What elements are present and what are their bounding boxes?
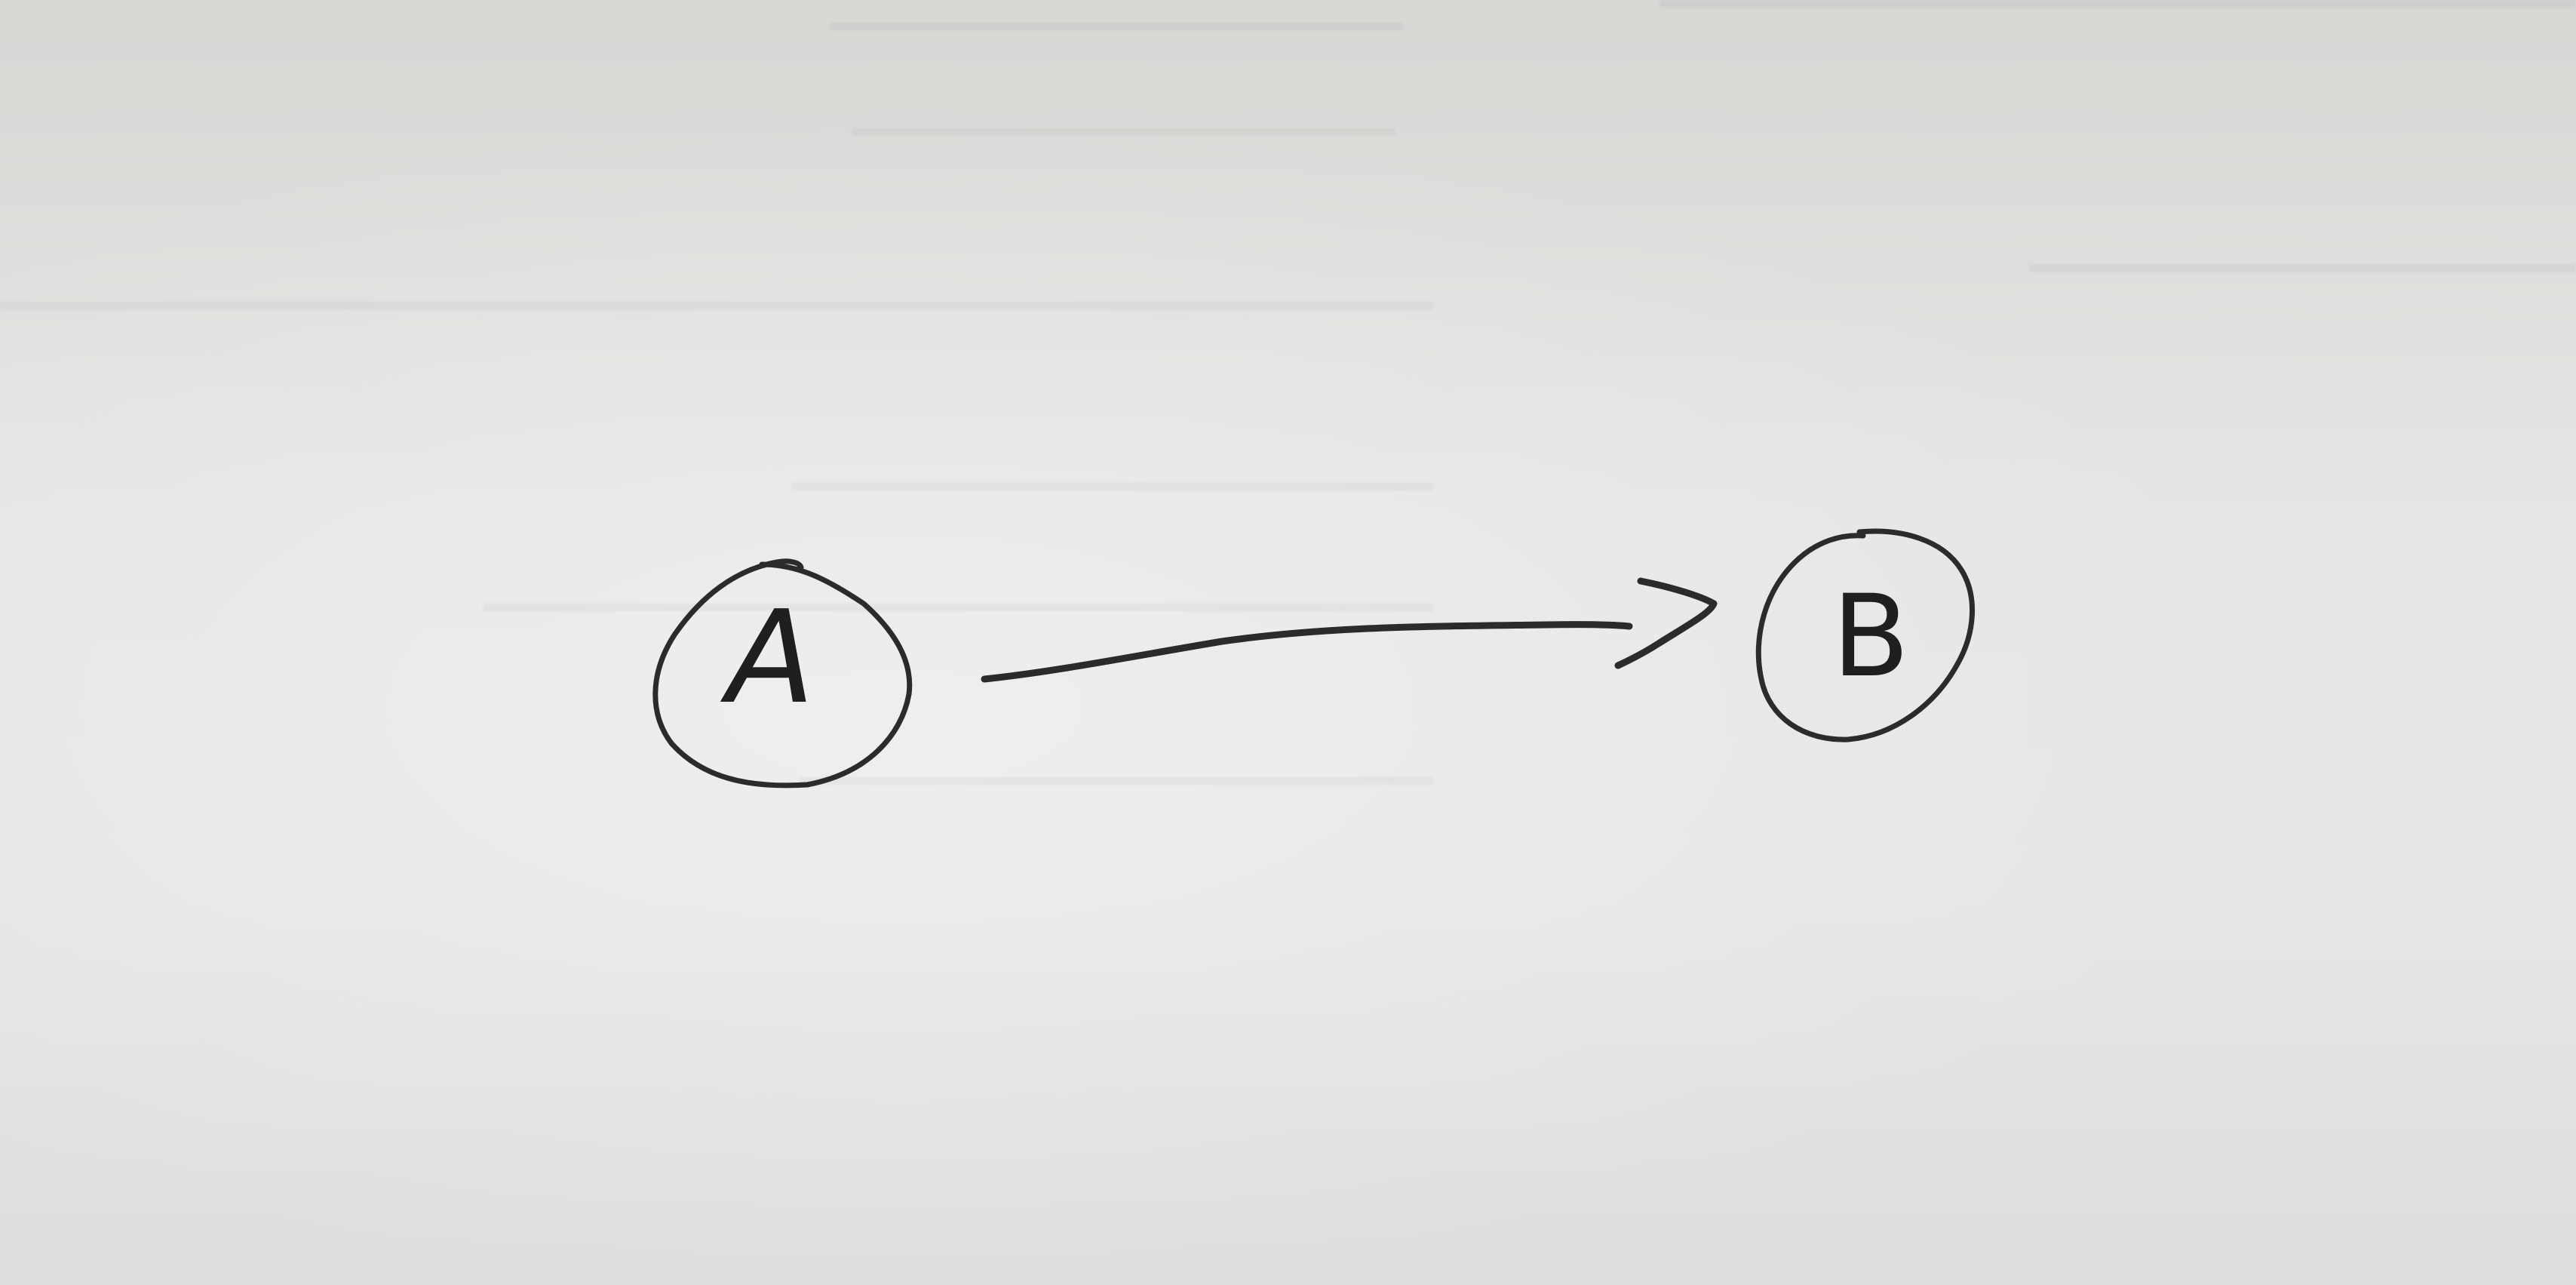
node-a-label: A (720, 583, 815, 733)
node-b (1755, 528, 1975, 742)
node-a (652, 558, 913, 789)
edge-a-to-b-arrowhead (1614, 577, 1718, 669)
edge-a-to-b-line (981, 621, 1633, 683)
node-b-label: B (1832, 571, 1910, 702)
node-a-circle (652, 558, 913, 789)
edge-a-to-b (981, 577, 1718, 683)
node-b-circle (1755, 528, 1975, 742)
